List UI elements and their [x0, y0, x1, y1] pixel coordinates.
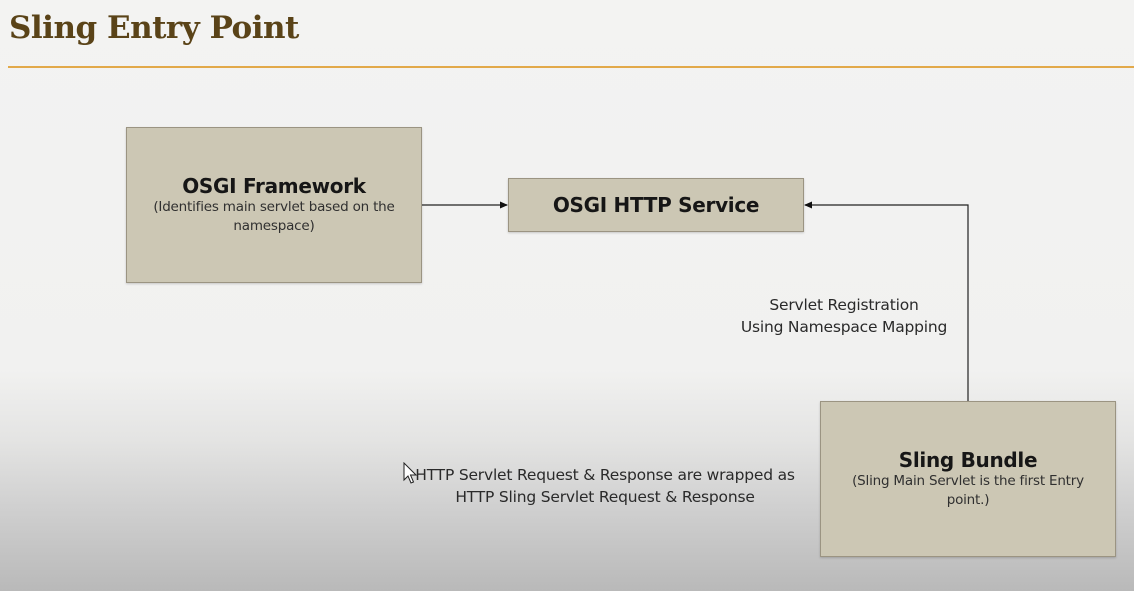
sling-bundle-subtitle: (Sling Main Servlet is the first Entry p…	[852, 473, 1084, 508]
sling-bundle-box: Sling Bundle (Sling Main Servlet is the …	[820, 401, 1116, 557]
slide-title: Sling Entry Point	[9, 10, 299, 46]
title-underline	[8, 66, 1134, 68]
servlet-registration-line-2: Using Namespace Mapping	[740, 318, 948, 336]
osgi-framework-title: OSGI Framework	[182, 174, 366, 198]
arrow-sling-bundle-to-http-service	[804, 201, 969, 401]
mouse-pointer-icon	[403, 462, 417, 484]
request-wrapping-label: HTTP Servlet Request & Response are wrap…	[395, 464, 815, 508]
sling-bundle-title: Sling Bundle	[898, 448, 1038, 472]
osgi-http-service-box: OSGI HTTP Service	[508, 178, 804, 232]
osgi-http-service-title: OSGI HTTP Service	[552, 193, 760, 217]
osgi-framework-subtitle: (Identifies main servlet based on the na…	[153, 199, 395, 234]
request-wrapping-line-1: HTTP Servlet Request & Response are wrap…	[415, 466, 795, 484]
servlet-registration-label: Servlet Registration Using Namespace Map…	[714, 294, 974, 338]
osgi-framework-box: OSGI Framework (Identifies main servlet …	[126, 127, 422, 283]
request-wrapping-line-2: HTTP Sling Servlet Request & Response	[455, 488, 755, 506]
servlet-registration-line-1: Servlet Registration	[769, 296, 919, 314]
